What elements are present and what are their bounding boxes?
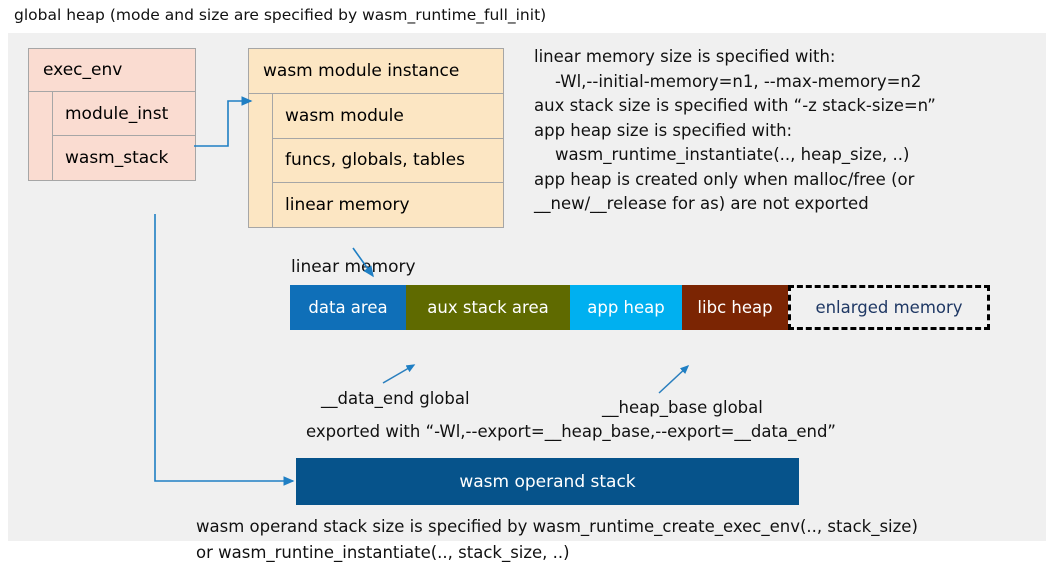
connector-wasm-stack-to-operand-stack	[154, 214, 295, 486]
exec-env-field-wasm-stack: wasm_stack	[65, 148, 169, 168]
exec-env-indent-column	[29, 92, 53, 181]
linear-memory-bar: data area aux stack area app heap libc h…	[290, 285, 990, 330]
module-instance-field-linear-memory: linear memory	[285, 195, 410, 216]
exec-env-rows: module_inst wasm_stack	[53, 92, 195, 181]
memory-segment-libc-heap: libc heap	[682, 285, 788, 330]
exec-env-header: exec_env	[29, 49, 195, 92]
connector-module-inst-to-instance	[194, 96, 253, 147]
callout-data-end-global: __data_end global	[321, 389, 470, 408]
wasm-module-instance-rows: wasm module funcs, globals, tables linea…	[273, 94, 503, 228]
connector-heap-base-arrow	[658, 364, 690, 394]
callout-heap-base-global: __heap_base global	[602, 398, 763, 417]
operand-stack-note: wasm operand stack size is specified by …	[196, 517, 918, 562]
memory-segment-aux-stack-area: aux stack area	[406, 285, 570, 330]
diagram-canvas: exec_env module_inst wasm_stack wasm mod…	[8, 33, 1046, 562]
callout-export-note: exported with “-Wl,--export=__heap_base,…	[306, 422, 836, 441]
linear-memory-bar-label: linear memory	[291, 257, 416, 277]
memory-segment-app-heap: app heap	[570, 285, 682, 330]
wasm-operand-stack-bar: wasm operand stack	[296, 458, 799, 505]
linear-memory-notes: linear memory size is specified with: -W…	[534, 47, 936, 213]
wasm-module-instance-indent-column	[249, 94, 273, 228]
exec-env-body: module_inst wasm_stack	[29, 92, 195, 181]
memory-segment-data-area: data area	[290, 285, 406, 330]
memory-segment-enlarged-memory: enlarged memory	[788, 285, 990, 330]
wasm-module-instance-box: wasm module instance wasm module funcs, …	[248, 48, 504, 228]
module-instance-field-funcs-globals-tables: funcs, globals, tables	[273, 139, 503, 184]
exec-env-field-module-inst: module_inst	[53, 92, 195, 136]
wasm-module-instance-header: wasm module instance	[249, 49, 503, 94]
connector-data-end-arrow	[382, 364, 416, 384]
wasm-module-instance-body: wasm module funcs, globals, tables linea…	[249, 94, 503, 228]
page-title: global heap (mode and size are specified…	[14, 6, 547, 24]
module-instance-field-wasm-module: wasm module	[273, 94, 503, 139]
exec-env-box: exec_env module_inst wasm_stack	[28, 48, 196, 181]
